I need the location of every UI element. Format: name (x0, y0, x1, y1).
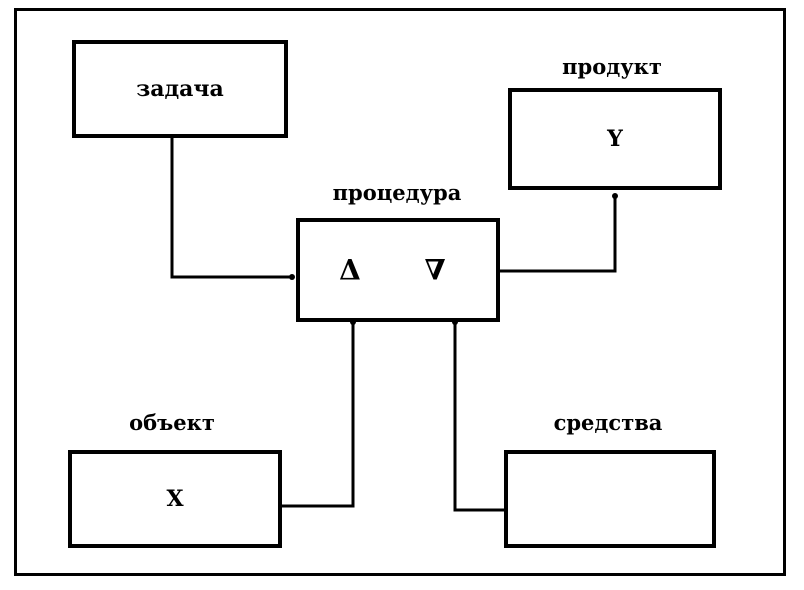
connector-task-to-procedure (170, 138, 294, 279)
means-label: средства (553, 410, 663, 435)
arrow-head-procedure-left (289, 274, 295, 280)
product-label: продукт (562, 54, 662, 79)
object-box: X (68, 450, 282, 548)
product-content: Y (607, 126, 623, 152)
connector-means-to-procedure (453, 322, 504, 512)
object-label: объект (129, 410, 215, 435)
delta-symbol: Δ (339, 253, 361, 287)
diagram-frame (14, 8, 786, 576)
object-content: X (166, 486, 184, 512)
product-box: Y (508, 88, 722, 190)
task-box: задача (72, 40, 288, 138)
arrow-head-product (612, 193, 618, 199)
procedure-label: процедура (332, 180, 462, 205)
connector-procedure-to-product (500, 194, 617, 273)
procedure-box (296, 218, 500, 322)
means-box (504, 450, 716, 548)
task-label: задача (136, 76, 224, 102)
connector-object-to-procedure (282, 322, 355, 508)
nabla-symbol: ∇ (424, 253, 446, 287)
